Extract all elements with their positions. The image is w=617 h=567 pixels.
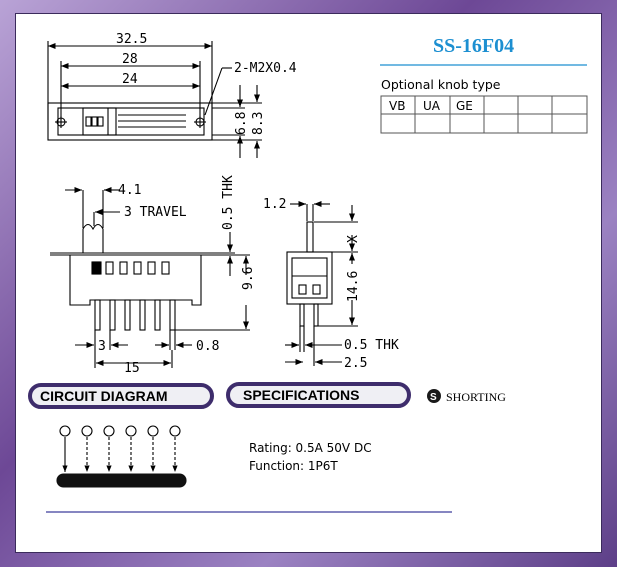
- shorting-icon-glyph: S: [430, 392, 437, 403]
- side-view-drawing: [50, 186, 250, 368]
- specifications-label: SPECIFICATIONS: [243, 387, 359, 403]
- spec-rating: Rating: 0.5A 50V DC: [249, 441, 372, 455]
- hole-thread-label: 2-M2X0.4: [234, 61, 297, 76]
- dim-knob-width: 4.1: [118, 183, 141, 198]
- end-view-drawing: [285, 200, 358, 366]
- circuit-diagram-heading: CIRCUIT DIAGRAM: [28, 383, 214, 409]
- model-title: SS-16F04: [433, 35, 514, 57]
- dim-end-pin-spacing: 2.5: [344, 356, 367, 371]
- top-view-drawing: [47, 41, 262, 158]
- shorting-label: SHORTING: [446, 390, 506, 404]
- dim-inner-length: 24: [122, 72, 138, 87]
- datasheet: SS-16F04 Optional knob type VB UA GE: [15, 13, 602, 553]
- drawing-canvas: SS-16F04 Optional knob type VB UA GE: [28, 32, 588, 513]
- dim-body-width: 6.8: [234, 112, 249, 135]
- dim-mount-pitch: 28: [122, 52, 138, 67]
- dim-pin-pitch: 3: [98, 339, 106, 354]
- dim-stem-width: 1.2: [263, 197, 286, 212]
- knob-option-ge: GE: [456, 99, 473, 113]
- knob-type-table: VB UA GE: [380, 95, 588, 134]
- dim-pin-span: 15: [124, 361, 140, 376]
- spec-function: Function: 1P6T: [249, 459, 338, 473]
- dim-pin-thickness: 0.8: [196, 339, 219, 354]
- dim-stem-height: X: [346, 235, 361, 243]
- dim-end-height: 14.6: [346, 271, 361, 302]
- dim-travel: 3 TRAVEL: [124, 205, 187, 220]
- dim-body-height: 9.6: [241, 267, 256, 290]
- knob-option-ua: UA: [423, 99, 441, 113]
- dim-total-length: 32.5: [116, 32, 147, 47]
- dim-end-pin-thickness: 0.5 THK: [344, 338, 399, 353]
- shorting-badge: S SHORTING: [427, 389, 506, 404]
- dim-plate-width: 8.3: [251, 112, 266, 135]
- dim-plate-thickness: 0.5 THK: [221, 175, 236, 230]
- shorting-icon: [427, 389, 441, 403]
- circuit-diagram: [56, 425, 187, 488]
- circuit-diagram-label: CIRCUIT DIAGRAM: [40, 388, 168, 404]
- specifications-heading: SPECIFICATIONS: [226, 382, 411, 408]
- knob-option-vb: VB: [389, 99, 405, 113]
- knob-type-label: Optional knob type: [381, 77, 501, 92]
